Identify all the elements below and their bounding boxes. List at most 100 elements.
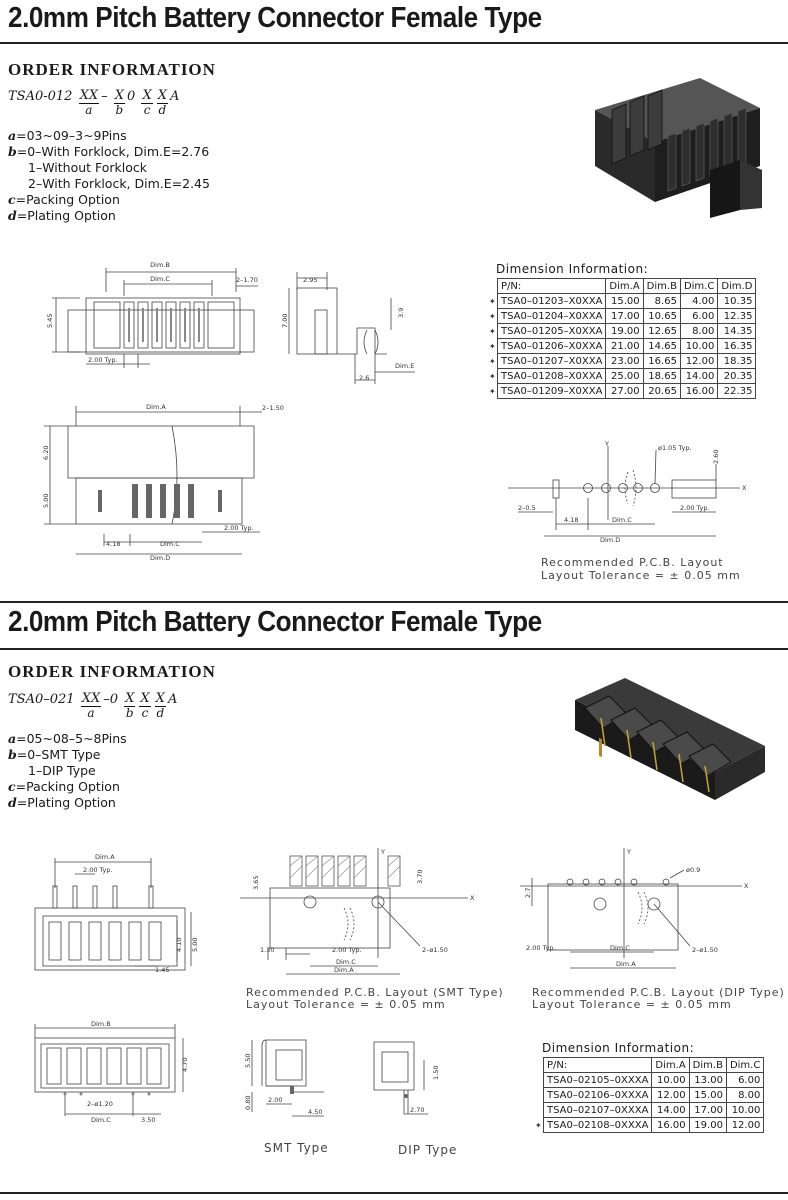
label-dim-a-2: Dim.A — [95, 853, 115, 861]
table-cell: 17.00 — [605, 308, 644, 324]
label-2-phi150: 2–ø1.50 — [422, 946, 448, 954]
label-dim-c-pcb: Dim.C — [612, 516, 632, 524]
label-200: 2.00 — [268, 1096, 282, 1104]
option-line: 1–DIP Type — [8, 763, 127, 779]
option-text: =05~08–5~8Pins — [16, 731, 127, 746]
smt-note-line2: Layout Tolerance = ± 0.05 mm — [246, 998, 446, 1011]
table-cell: 16.35 — [717, 338, 757, 354]
table-cell: TSA0–01205–X0XXA — [496, 323, 607, 339]
label-dim-c-front: Dim.C — [160, 540, 180, 548]
table-cell: 16.00 — [679, 383, 719, 399]
code-key: c — [141, 706, 149, 720]
table-cell: 10.35 — [717, 293, 757, 309]
code-key: d — [156, 706, 165, 720]
table-cell: 15.00 — [688, 1087, 727, 1103]
table-cell: 10.00 — [725, 1102, 765, 1118]
option-line: 1–Without Forklock — [8, 160, 210, 176]
section1-title: 2.0mm Pitch Battery Connector Female Typ… — [8, 2, 542, 34]
table-cell: 8.65 — [642, 293, 681, 309]
label-2-05: 2–0.5 — [518, 504, 536, 512]
table-cell: TSA0–02106–0XXXA — [542, 1087, 653, 1103]
table-cell: 16.00 — [651, 1117, 690, 1133]
code-suffix: A — [167, 692, 178, 707]
table-cell: 25.00 — [605, 368, 644, 384]
table-cell: 20.35 — [717, 368, 757, 384]
row-marker-icon: ✦ — [489, 387, 496, 396]
label-dim-c-smt: Dim.C — [336, 958, 356, 966]
label-phi09: ø0.9 — [686, 866, 700, 874]
axis-x-label-dip: X — [744, 882, 749, 890]
option-line: a=05~08–5~8Pins — [8, 731, 127, 747]
label-270: 2.70 — [410, 1106, 424, 1114]
table-cell: 19.00 — [688, 1117, 727, 1133]
table-cell: 12.00 — [679, 353, 719, 369]
pcb-note-line1: Recommended P.C.B. Layout — [541, 556, 724, 569]
order-information-heading: ORDER INFORMATION — [8, 60, 216, 79]
code-separator: – — [101, 89, 108, 104]
dimension-info-title: Dimension Information: — [496, 262, 649, 276]
option-line: 2–With Forklock, Dim.E=2.45 — [8, 176, 210, 192]
table-cell: 14.35 — [717, 323, 757, 339]
code-key: c — [143, 103, 151, 117]
label-500: 5.00 — [42, 494, 50, 508]
label-470: 4.70 — [181, 1058, 189, 1072]
option-line: a=03~09–3~9Pins — [8, 128, 210, 144]
table-cell: 6.00 — [679, 308, 719, 324]
top-view-drawing-2: Dim.A 2.00 Typ. 4.10 5.00 1.45 — [34, 853, 199, 974]
row-marker-icon: ✦ — [489, 372, 496, 381]
table-cell: 10.00 — [679, 338, 719, 354]
table-header-cell: Dim.C — [725, 1057, 765, 1073]
title-underline — [0, 42, 788, 44]
label-150: 1.50 — [432, 1066, 440, 1080]
table-cell: 12.00 — [725, 1117, 765, 1133]
label-dim-e: Dim.E — [395, 362, 414, 370]
label-450: 4.50 — [308, 1108, 322, 1116]
code-key: b — [115, 103, 124, 117]
table-cell: 18.35 — [717, 353, 757, 369]
dip-type-label: DIP Type — [398, 1143, 458, 1157]
code-key: d — [158, 103, 167, 117]
axis-y-label: Y — [604, 440, 609, 448]
table-cell: 20.65 — [642, 383, 681, 399]
table-header-cell: P/N: — [496, 278, 607, 294]
table-cell: TSA0–01208–X0XXA — [496, 368, 607, 384]
dip-side-view-drawing: 1.50 2.70 — [373, 1041, 440, 1115]
code-placeholder: X — [156, 88, 168, 104]
table-cell: 14.65 — [642, 338, 681, 354]
option-line: b=0–SMT Type — [8, 747, 127, 763]
code-prefix: TSA0-012 — [8, 89, 73, 104]
label-145: 1.45 — [155, 966, 169, 974]
option-key: d — [8, 795, 17, 810]
code-key: a — [85, 103, 93, 117]
label-700: 7.00 — [281, 314, 289, 328]
option-line: d=Plating Option — [8, 795, 127, 811]
option-line: c=Packing Option — [8, 192, 210, 208]
label-620: 6.20 — [42, 446, 50, 460]
label-370: 3.70 — [416, 870, 424, 884]
option-line: b=0–With Forklock, Dim.E=2.76 — [8, 144, 210, 160]
code-key: a — [87, 706, 95, 720]
table-cell: 6.00 — [725, 1072, 765, 1088]
label-dim-a-dip: Dim.A — [616, 960, 636, 968]
label-39: 3.9 — [397, 308, 405, 318]
option-text: =0–SMT Type — [16, 747, 101, 762]
label-200typ-front: 2.00 Typ. — [224, 524, 254, 532]
table-header-cell: Dim.A — [605, 278, 644, 294]
label-545: 5.45 — [46, 314, 54, 328]
table-header-cell: Dim.A — [651, 1057, 690, 1073]
smt-note-line1: Recommended P.C.B. Layout (SMT Type) — [246, 986, 504, 999]
option-text: =Plating Option — [16, 795, 116, 810]
option-key: b — [8, 144, 17, 159]
table-cell: 23.00 — [605, 353, 644, 369]
